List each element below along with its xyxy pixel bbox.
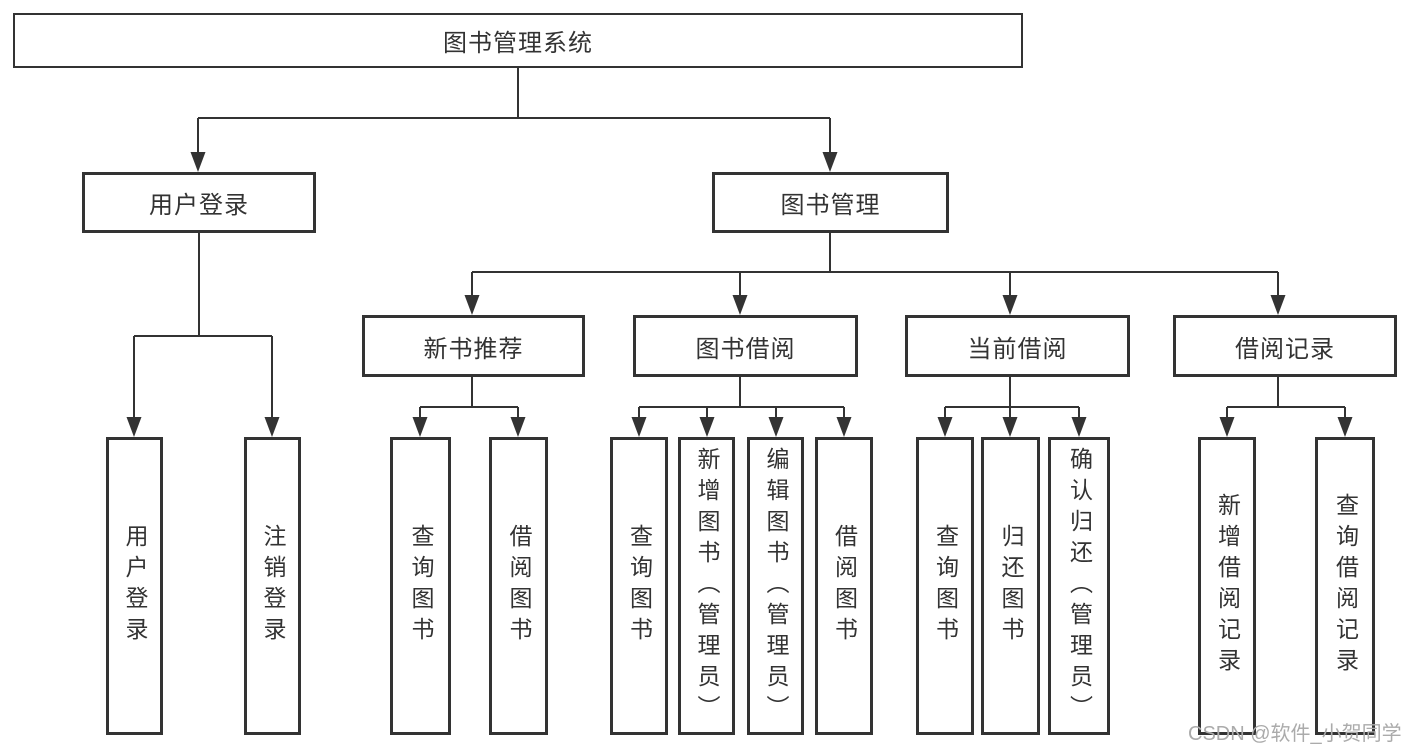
connector-userlogin-to-leaves	[133, 233, 273, 419]
csdn-watermark: CSDN @软件_小贺同学	[1188, 723, 1402, 745]
node-label: 归还图书	[998, 524, 1024, 648]
node-label: 用户登录	[122, 524, 148, 648]
node-label: 新增图书（管理员）	[694, 446, 720, 726]
leaf-edit-books-admin: 编辑图书（管理员）	[747, 437, 804, 735]
leaf-search-books-1: 查询图书	[390, 437, 451, 735]
node-label: 查询图书	[932, 524, 959, 648]
node-label: 查询借阅记录	[1332, 493, 1359, 679]
node-new-book-recommend: 新书推荐	[362, 315, 585, 377]
arrowhead	[836, 417, 852, 437]
leaf-confirm-return-admin: 确认归还（管理员）	[1048, 437, 1110, 735]
connector-bookmgmt-to-level3	[471, 233, 1279, 297]
node-label: 新书推荐	[423, 335, 524, 363]
leaf-logout: 注销登录	[244, 437, 301, 735]
leaf-borrow-books-2: 借阅图书	[815, 437, 873, 735]
arrowhead	[937, 417, 953, 437]
arrowhead	[768, 417, 784, 437]
node-label: 查询图书	[408, 524, 434, 648]
node-label: 查询图书	[626, 524, 653, 648]
leaf-add-borrow-record: 新增借阅记录	[1198, 437, 1256, 735]
connector-newbooks-to-leaves	[419, 377, 519, 419]
node-label: 图书管理	[780, 192, 881, 219]
node-book-borrowing: 图书借阅	[633, 315, 858, 377]
leaf-user-login: 用户登录	[106, 437, 163, 735]
arrowhead	[822, 152, 838, 172]
node-label: 编辑图书（管理员）	[763, 446, 789, 726]
node-label: 用户登录	[149, 192, 249, 219]
leaf-return-books: 归还图书	[981, 437, 1040, 735]
leaf-search-books-3: 查询图书	[916, 437, 974, 735]
arrowhead	[1002, 295, 1018, 315]
leaf-search-borrow-record: 查询借阅记录	[1315, 437, 1375, 735]
connector-bookborrow-to-leaves	[638, 377, 845, 419]
leaf-borrow-books-1: 借阅图书	[489, 437, 548, 735]
node-user-login: 用户登录	[82, 172, 316, 233]
connector-currentborrow-to-leaves	[944, 377, 1080, 419]
arrowhead	[190, 152, 206, 172]
arrowhead	[732, 295, 748, 315]
arrowhead	[1071, 417, 1087, 437]
node-root: 图书管理系统	[13, 13, 1023, 68]
node-label: 当前借阅	[967, 335, 1068, 363]
node-current-borrowing: 当前借阅	[905, 315, 1130, 377]
connector-borrowrecords-to-leaves	[1226, 377, 1346, 419]
arrowhead	[510, 417, 526, 437]
arrowhead	[1002, 417, 1018, 437]
node-borrowing-records: 借阅记录	[1173, 315, 1397, 377]
node-label: 图书借阅	[695, 335, 796, 363]
arrowhead	[126, 417, 142, 437]
arrowhead	[464, 295, 480, 315]
connector-root-to-level2	[197, 68, 831, 154]
node-label: 注销登录	[260, 524, 286, 648]
arrowhead	[631, 417, 647, 437]
node-book-management: 图书管理	[712, 172, 949, 233]
arrowhead	[1270, 295, 1286, 315]
arrowhead	[264, 417, 280, 437]
node-label: 新增借阅记录	[1214, 493, 1241, 679]
node-label: 借阅图书	[506, 524, 532, 648]
arrowhead	[412, 417, 428, 437]
arrowhead	[1219, 417, 1235, 437]
node-label: 确认归还（管理员）	[1066, 446, 1093, 726]
node-label: 图书管理系统	[443, 30, 593, 57]
node-label: 借阅图书	[831, 524, 858, 648]
arrowhead	[699, 417, 715, 437]
leaf-search-books-2: 查询图书	[610, 437, 668, 735]
node-label: 借阅记录	[1235, 335, 1335, 363]
leaf-add-books-admin: 新增图书（管理员）	[678, 437, 735, 735]
arrowhead	[1337, 417, 1353, 437]
